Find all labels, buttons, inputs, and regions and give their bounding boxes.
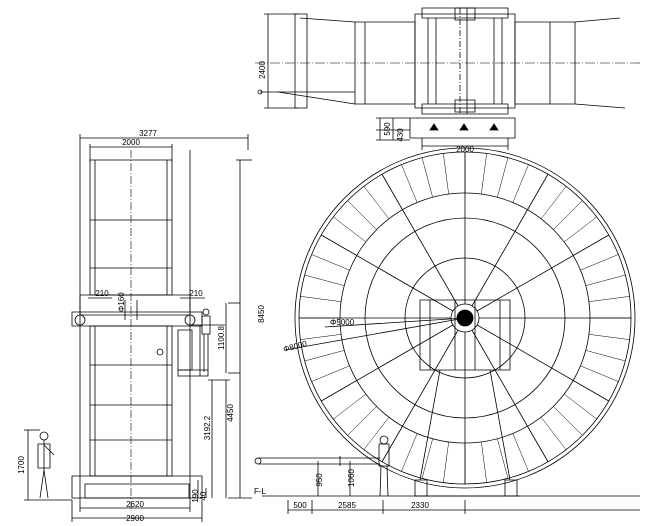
dim-2900: 2900 — [126, 514, 144, 523]
dim-2620: 2620 — [126, 500, 144, 509]
rib — [305, 275, 345, 286]
rib — [528, 426, 549, 462]
rib — [422, 439, 433, 479]
dim-950: 950 — [315, 473, 324, 487]
rib — [513, 433, 529, 471]
rib — [573, 235, 609, 256]
rib — [443, 442, 448, 483]
rib — [541, 417, 566, 450]
dim-4450: 4450 — [226, 404, 235, 422]
rib — [497, 158, 508, 198]
rib — [312, 366, 350, 382]
rib — [586, 350, 626, 361]
rib — [382, 426, 403, 462]
dim-2330: 2330 — [411, 501, 429, 510]
rib — [348, 406, 377, 435]
rib — [333, 217, 366, 242]
rib — [541, 186, 566, 219]
rib — [586, 275, 626, 286]
rib — [564, 394, 597, 419]
dim-3277: 3277 — [139, 129, 157, 138]
rib — [589, 296, 630, 301]
dim-phi8000: Φ8000 — [282, 339, 308, 354]
rib — [401, 165, 417, 203]
rib — [422, 158, 433, 198]
floor-level-label: F-L — [254, 487, 267, 496]
rib — [553, 201, 582, 230]
rib — [513, 165, 529, 203]
rib — [589, 334, 630, 339]
rib — [481, 153, 486, 194]
dim-3192: 3192.2 — [203, 415, 212, 440]
reel-view — [255, 148, 640, 514]
dim-plan-2400: 2400 — [258, 61, 267, 79]
dim-plan-590: 590 — [383, 122, 392, 136]
rib — [312, 254, 350, 270]
rib — [528, 174, 549, 210]
rib — [333, 394, 366, 419]
plan-view — [255, 8, 640, 150]
dim-1700: 1700 — [17, 456, 26, 474]
rib — [580, 254, 618, 270]
dim-2585: 2585 — [338, 501, 356, 510]
human-figure-platform — [202, 309, 210, 372]
rib — [564, 217, 597, 242]
dim-500: 500 — [293, 501, 307, 510]
dim-210-left: 210 — [95, 289, 109, 298]
rib — [573, 381, 609, 402]
reel-ribs — [299, 152, 631, 484]
dim-plan-430: 430 — [396, 128, 405, 142]
rib — [364, 186, 389, 219]
dim-190: 190 — [191, 489, 200, 503]
rib — [321, 235, 357, 256]
rib — [300, 334, 341, 339]
rib — [382, 174, 403, 210]
rib — [364, 417, 389, 450]
rib — [443, 153, 448, 194]
dim-phi160: Φ160 — [117, 292, 126, 312]
dim-1100: 1100.8 — [217, 326, 226, 350]
dim-plan-2000: 2000 — [456, 145, 474, 154]
rib — [481, 442, 486, 483]
human-figure-left — [38, 432, 54, 498]
dim-1060: 1060 — [347, 469, 356, 487]
side-view — [24, 134, 252, 522]
dim-phi5000: Φ5000 — [330, 318, 355, 327]
rib — [348, 201, 377, 230]
rib — [401, 433, 417, 471]
rib — [305, 350, 345, 361]
dim-2000: 2000 — [122, 138, 140, 147]
dim-8450: 8450 — [257, 305, 266, 323]
dim-40: 40 — [199, 491, 208, 500]
rib — [580, 366, 618, 382]
rib — [321, 381, 357, 402]
rib — [497, 439, 508, 479]
rib — [300, 296, 341, 301]
dim-210-right: 210 — [189, 289, 203, 298]
rib — [553, 406, 582, 435]
